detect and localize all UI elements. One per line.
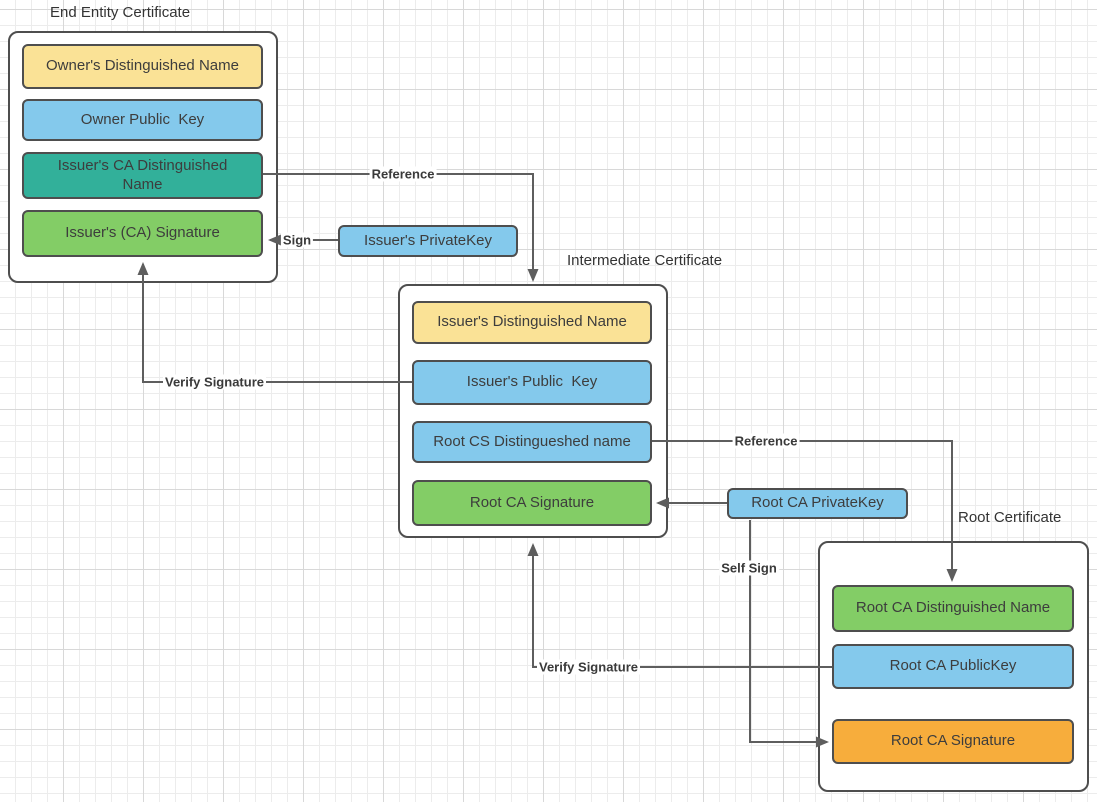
end-entity-certificate-title: End Entity Certificate — [50, 4, 191, 21]
edge-label-reference-2[interactable]: Reference — [732, 433, 800, 449]
node-issuers-distinguished-name[interactable]: Issuer's Distinguished Name — [412, 301, 652, 344]
node-issuers-ca-signature[interactable]: Issuer's (CA) Signature — [22, 210, 263, 257]
node-label: Owner Public Key — [80, 110, 205, 128]
node-label: Root CA Signature — [890, 732, 1016, 750]
node-label: Issuer's CA Distinguished Name — [57, 156, 228, 193]
edge-verify-signature-intermediate[interactable] — [527, 543, 832, 668]
node-label: Issuer's Distinguished Name — [437, 313, 627, 331]
node-label: Root CS Distingueshed name — [433, 432, 631, 450]
node-label: Owner's Distinguished Name — [46, 57, 239, 75]
node-issuers-privatekey[interactable]: Issuer's PrivateKey — [338, 225, 518, 257]
edge-label-reference-1[interactable]: Reference — [369, 166, 437, 182]
node-issuers-public-key[interactable]: Issuer's Public Key — [412, 360, 652, 405]
node-root-ca-publickey[interactable]: Root CA PublicKey — [832, 644, 1074, 689]
node-label: Issuer's Public Key — [466, 373, 598, 391]
edge-label-self-sign[interactable]: Self Sign — [719, 560, 779, 576]
node-label: Root CA PrivateKey — [751, 494, 884, 512]
node-label: Root CA Signature — [469, 493, 595, 511]
node-label: Root CA PublicKey — [889, 657, 1017, 675]
root-certificate-title: Root Certificate — [958, 509, 1062, 526]
node-label: Issuer's (CA) Signature — [65, 224, 220, 242]
node-root-ca-signature-intermediate[interactable]: Root CA Signature — [412, 480, 652, 526]
node-owner-public-key[interactable]: Owner Public Key — [22, 99, 263, 141]
intermediate-certificate-title: Intermediate Certificate — [567, 252, 723, 269]
node-root-cs-distingueshed-name[interactable]: Root CS Distingueshed name — [412, 421, 652, 463]
edge-label-verify-signature-2[interactable]: Verify Signature — [537, 659, 640, 675]
edge-verify-signature-end[interactable] — [137, 262, 412, 383]
edge-label-verify-signature-1[interactable]: Verify Signature — [163, 374, 266, 390]
node-issuers-ca-distinguished-name[interactable]: Issuer's CA Distinguished Name — [22, 152, 263, 199]
node-root-ca-distinguished-name[interactable]: Root CA Distinguished Name — [832, 585, 1074, 632]
node-owners-distinguished-name[interactable]: Owner's Distinguished Name — [22, 44, 263, 89]
node-root-ca-signature-root[interactable]: Root CA Signature — [832, 719, 1074, 764]
edge-label-sign[interactable]: Sign — [280, 232, 314, 248]
node-label: Root CA Distinguished Name — [855, 599, 1051, 617]
edge-reference-end-to-intermediate[interactable] — [263, 173, 539, 282]
node-label: Issuer's PrivateKey — [364, 231, 492, 249]
edge-self-sign[interactable] — [749, 520, 829, 748]
node-root-ca-privatekey[interactable]: Root CA PrivateKey — [727, 488, 908, 519]
